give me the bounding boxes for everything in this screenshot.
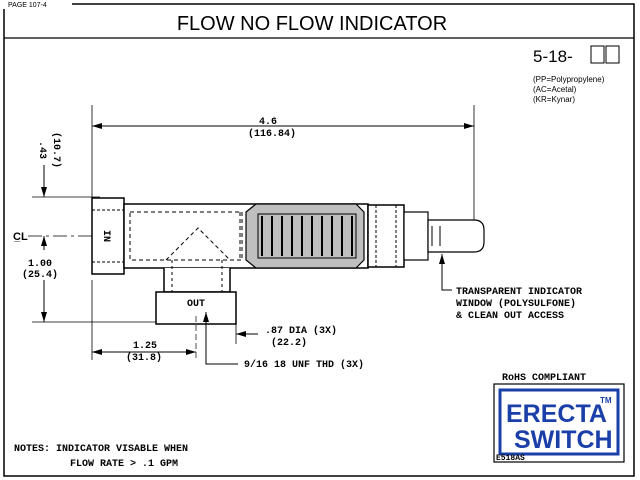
notes-line-1: NOTES: INDICATOR VISABLE WHEN xyxy=(14,444,188,455)
clean-out-plug xyxy=(403,211,429,261)
material-code-pp: (PP=Polypropylene) xyxy=(533,75,605,84)
part-code-box-2 xyxy=(605,45,620,64)
outlet-branch xyxy=(163,268,231,293)
inlet-to-outlet-mm: (31.8) xyxy=(126,352,162,364)
erecta-switch-logo: ERECTA TM SWITCH E518AS xyxy=(493,383,625,463)
inlet-port xyxy=(91,197,125,275)
overall-length-in: 4.6 xyxy=(259,117,277,128)
indicator-body: IN xyxy=(91,197,485,325)
top-height-mm: (10.7) xyxy=(50,132,62,168)
top-height-in: .43 xyxy=(36,141,47,159)
material-code-ac: (AC=Acetal) xyxy=(533,85,577,94)
center-to-outlet-mm: (25.4) xyxy=(22,269,58,281)
inlet-label: IN xyxy=(100,230,111,242)
transparent-window xyxy=(427,219,485,253)
material-code-kr: (KR=Kynar) xyxy=(533,95,575,104)
callout-port-diameter: .87 DIA (3X) (22.2) xyxy=(235,324,337,349)
piston-housing xyxy=(245,203,365,269)
inlet-to-outlet-in: 1.25 xyxy=(133,341,157,352)
end-cap xyxy=(367,204,405,268)
window-callout-line-1: TRANSPARENT INDICATOR xyxy=(456,287,582,298)
callout-window: TRANSPARENT INDICATOR WINDOW (POLYSULFON… xyxy=(439,254,582,322)
dimension-center-to-outlet: 1.00 (25.4) xyxy=(22,259,160,323)
page-label: PAGE 107-4 xyxy=(8,2,47,9)
centerline-symbol: C̲L xyxy=(13,231,28,243)
overall-length-mm: (116.84) xyxy=(248,128,296,140)
outlet-label: OUT xyxy=(187,299,205,310)
center-to-outlet-in: 1.00 xyxy=(28,259,52,270)
logo-line-1: ERECTA xyxy=(506,400,607,428)
rohs-compliant: RoHS COMPLIANT xyxy=(502,373,586,384)
logo-part-code: E518AS xyxy=(496,454,525,463)
logo-line-2: SWITCH xyxy=(514,426,613,454)
logo-trademark: TM xyxy=(600,396,612,405)
dimension-inlet-to-outlet: 1.25 (31.8) xyxy=(91,280,197,364)
spring xyxy=(261,216,353,256)
window-callout-line-3: & CLEAN OUT ACCESS xyxy=(456,311,564,322)
page-title: FLOW NO FLOW INDICATOR xyxy=(177,13,447,35)
page-label-bg xyxy=(0,0,72,9)
part-number-prefix: 5-18- xyxy=(533,47,573,66)
thread-spec: 9/16 18 UNF THD (3X) xyxy=(244,359,364,371)
notes-line-2: FLOW RATE > .1 GPM xyxy=(70,459,178,470)
port-dia-mm: (22.2) xyxy=(271,337,307,349)
sheet-border xyxy=(3,3,635,477)
part-code-box-1 xyxy=(590,45,605,64)
port-dia-in: .87 DIA (3X) xyxy=(265,325,337,337)
dimension-overall-length: 4.6 (116.84) xyxy=(91,105,475,225)
window-callout-line-2: WINDOW (POLYSULFONE) xyxy=(456,298,576,310)
dimension-top-height: .43 (10.7) xyxy=(32,132,100,250)
callout-thread: 9/16 18 UNF THD (3X) xyxy=(203,312,364,371)
